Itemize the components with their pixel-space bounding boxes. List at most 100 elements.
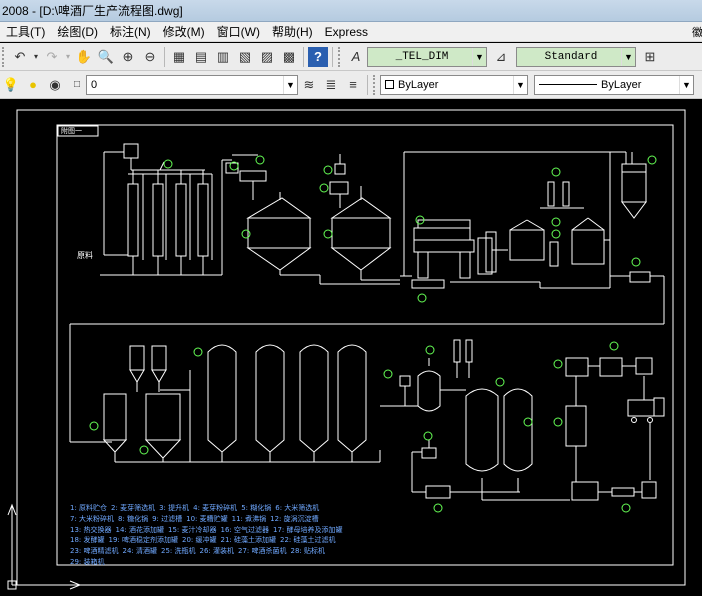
- menu-tools[interactable]: 工具(T): [6, 24, 46, 39]
- layer-color-swatch-icon[interactable]: □: [73, 79, 81, 90]
- sun-icon[interactable]: ●: [29, 77, 37, 92]
- standard-toolbar: ↶ ▾ ↷ ▾ ✋ 🔍 ⊕ ⊖ ▦ ▤ ▥ ▧ ▨ ▩ ? A _TEL_DIM…: [0, 43, 702, 71]
- toolbar-separator: [164, 46, 165, 67]
- markup-icon[interactable]: ▨: [260, 48, 274, 64]
- lauter-tun: [400, 151, 665, 324]
- menu-modify[interactable]: 修改(M): [162, 24, 205, 39]
- inner-frame: [56, 124, 674, 566]
- legend-item: 27: 啤酒杀菌机: [238, 547, 287, 556]
- color-combo[interactable]: ByLayer ▼: [380, 74, 528, 95]
- linetype-sample-icon: [539, 83, 597, 85]
- color-value-text: ByLayer: [398, 78, 439, 91]
- packaging-line: [565, 357, 665, 501]
- menu-help[interactable]: 帮助(H): [272, 24, 313, 39]
- menu-dimension[interactable]: 标注(N): [110, 24, 151, 39]
- raw-material-label: 原料: [77, 251, 93, 260]
- ucs-icon: [7, 503, 82, 590]
- callout-markers: [89, 155, 657, 513]
- legend-item: 24: 清酒罐: [122, 547, 158, 556]
- dropdown-arrow-icon[interactable]: ▾: [65, 52, 70, 61]
- legend-item: 13: 热交换器: [70, 525, 112, 534]
- undo-icon[interactable]: ↶: [14, 48, 26, 64]
- menu-draw[interactable]: 绘图(D): [57, 24, 98, 39]
- menu-bar: 工具(T) 绘图(D) 标注(N) 修改(M) 窗口(W) 帮助(H) Expr…: [0, 22, 702, 42]
- layers-toolbar: 💡 ● ◉ □ 0 ▼ ≋ ≣ ≡ ByLayer ▼ ByLayer ▼: [0, 71, 702, 99]
- legend-item: 17: 酵母培养及添加罐: [273, 525, 343, 534]
- layer-previous-icon[interactable]: ≡: [349, 77, 357, 92]
- legend-item: 9: 过滤槽: [152, 514, 183, 523]
- legend-item: 6: 大米筛选机: [275, 504, 320, 512]
- chevron-down-icon[interactable]: ▼: [472, 47, 486, 66]
- legend-item: 23: 啤酒精滤机: [70, 547, 119, 556]
- legend-item: 16: 空气过滤器: [220, 525, 270, 534]
- legend-item: 18: 发酵罐: [70, 536, 105, 545]
- layer-manager-icon[interactable]: ≋: [303, 76, 315, 92]
- make-current-layer-icon[interactable]: ≣: [325, 76, 337, 92]
- legend-item: 3: 提升机: [159, 504, 190, 512]
- redo-icon[interactable]: ↷: [46, 48, 58, 64]
- linetype-combo[interactable]: ByLayer ▼: [534, 74, 694, 95]
- zoom-previous-icon[interactable]: ⊖: [144, 48, 156, 64]
- color-value: ByLayer: [381, 79, 513, 91]
- menu-window[interactable]: 窗口(W): [216, 24, 260, 39]
- dimension-style-icon[interactable]: ⊿: [495, 48, 507, 64]
- title-bar: 2008 - [D:\啤酒厂生产流程图.dwg]: [0, 0, 702, 22]
- legend-item: 11: 煮沸锅: [231, 514, 267, 523]
- table-style-icon[interactable]: ⊞: [644, 48, 656, 64]
- legend-item: 2: 麦芽筛选机: [111, 504, 156, 512]
- lightbulb-icon[interactable]: 💡: [2, 76, 20, 92]
- window-title: 2008 - [D:\啤酒厂生产流程图.dwg]: [2, 4, 183, 18]
- legend-item: 5: 糊化锅: [241, 504, 272, 512]
- legend-item: 12: 旋涡沉淀槽: [270, 514, 319, 523]
- chevron-down-icon[interactable]: ▼: [621, 47, 635, 66]
- toolbar-separator: [367, 74, 368, 95]
- sheet-set-icon[interactable]: ▧: [238, 48, 252, 64]
- design-center-icon[interactable]: ▤: [194, 48, 208, 64]
- tool-palettes-icon[interactable]: ▥: [216, 48, 230, 64]
- layer-combo[interactable]: 0 ▼: [86, 74, 298, 95]
- toolbar-separator: [303, 46, 304, 67]
- dropdown-arrow-icon[interactable]: ▾: [33, 52, 38, 61]
- layer-value: 0: [91, 78, 98, 91]
- legend-item: 10: 麦糟贮罐: [186, 514, 228, 523]
- legend-item: 4: 麦芽粉碎机: [193, 504, 238, 512]
- toolbar-grip[interactable]: [2, 46, 6, 67]
- color-swatch-icon: [385, 79, 394, 89]
- dimension-style-combo[interactable]: _TEL_DIM ▼: [367, 46, 487, 67]
- properties-icon[interactable]: ▦: [172, 48, 186, 64]
- toolbar-grip[interactable]: [373, 74, 377, 95]
- mash-kettles: [222, 154, 400, 285]
- help-icon[interactable]: ?: [308, 46, 328, 67]
- yeast-tanks: [70, 345, 191, 463]
- menu-express[interactable]: Express: [324, 24, 369, 39]
- legend-item: 29: 装箱机: [70, 557, 105, 566]
- legend-item: 28: 贴标机: [290, 547, 326, 556]
- legend-item: 7: 大米粉碎机: [70, 514, 115, 523]
- legend-item: 21: 硅藻土添加罐: [220, 536, 277, 545]
- chevron-down-icon[interactable]: ▼: [283, 75, 297, 94]
- menu-corner-glyph: 徽: [692, 27, 702, 39]
- table-style-value: Standard: [544, 50, 598, 63]
- toolbar-separator: [332, 46, 333, 67]
- lock-icon[interactable]: ◉: [49, 76, 61, 92]
- legend-item: 19: 啤酒稳定剂添加罐: [108, 536, 179, 545]
- chevron-down-icon[interactable]: ▼: [513, 75, 527, 94]
- linetype-value-text: ByLayer: [601, 78, 642, 91]
- wort-kettle: [621, 152, 647, 219]
- table-style-combo[interactable]: Standard ▼: [516, 46, 636, 67]
- legend-item: 25: 洗瓶机: [161, 547, 196, 556]
- toolbar-grip[interactable]: [338, 46, 342, 67]
- legend-item: 26: 灌装机: [199, 547, 235, 556]
- pan-icon[interactable]: ✋: [75, 48, 93, 64]
- chevron-down-icon[interactable]: ▼: [679, 75, 693, 94]
- text-style-icon[interactable]: A: [351, 49, 361, 64]
- filtration-units: [380, 339, 570, 501]
- zoom-window-icon[interactable]: ⊕: [122, 48, 134, 64]
- calculator-icon[interactable]: ▩: [282, 48, 296, 64]
- legend-item: 22: 硅藻土过滤机: [280, 536, 336, 545]
- fermentation-tanks: [190, 344, 381, 463]
- outer-frame: [16, 109, 686, 586]
- zoom-realtime-icon[interactable]: 🔍: [97, 48, 115, 64]
